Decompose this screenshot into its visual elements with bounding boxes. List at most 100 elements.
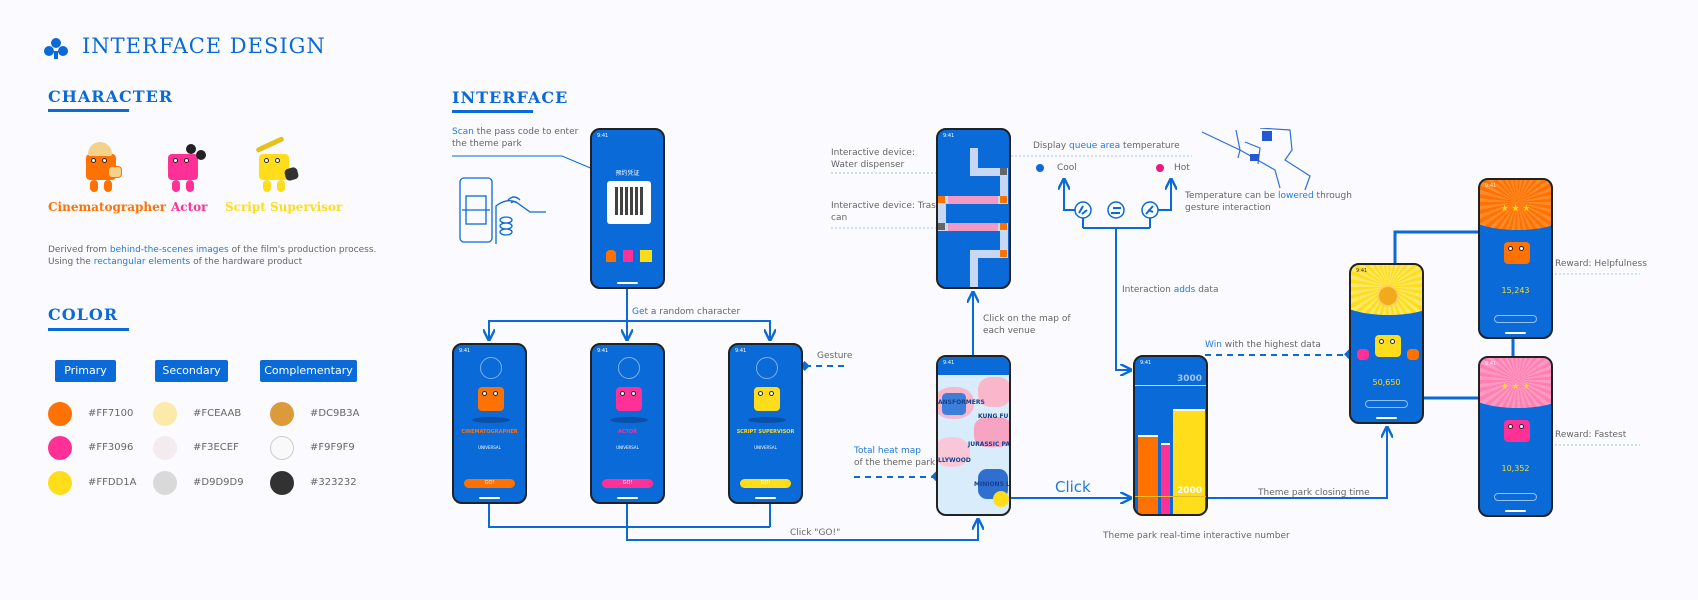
scan-note: Scan the pass code to enter the theme pa… <box>452 126 578 150</box>
pedestal <box>748 417 786 423</box>
gridline <box>1135 385 1206 386</box>
interface-heading: INTERFACE <box>452 88 569 107</box>
park-heatmap-screen[interactable]: 9:41 ANSFORMERS KUNG FU JURASSIC PAR LLYWOO… <box>936 355 1011 516</box>
winner-detail-button[interactable] <box>1365 400 1408 408</box>
go-button[interactable]: GO! <box>464 479 515 488</box>
note-highlight: Total heat map <box>854 446 922 456</box>
mystery-character-orange <box>606 250 616 262</box>
venue-label[interactable]: JURASSIC PAR <box>968 441 1011 448</box>
primary-color-label: Primary <box>55 360 116 382</box>
character-figure <box>616 387 642 411</box>
venue-label[interactable]: LLYWOOD <box>938 457 971 464</box>
color-hex-label: #F9F9F9 <box>310 442 355 453</box>
home-indicator <box>617 282 638 284</box>
note-text: the theme park <box>452 139 522 149</box>
qr-code[interactable] <box>607 181 651 224</box>
color-hex-label: #FCEAAB <box>193 408 242 419</box>
gesture-down-icon <box>1074 201 1092 223</box>
venue-queue-map-screen[interactable]: 9:41 <box>936 128 1011 289</box>
helpfulness-score: 15,243 <box>1501 286 1530 295</box>
bar-mid-label: 2000 <box>1176 486 1202 496</box>
note-text: Interactive device: <box>831 148 915 158</box>
note-text: Interactive device: Trash <box>831 201 942 211</box>
home-indicator <box>617 497 638 499</box>
pedestal <box>472 417 510 423</box>
note-text: Display <box>1033 141 1070 151</box>
temperature-note: Temperature can be lowered through gestu… <box>1185 190 1352 214</box>
home-indicator <box>1505 510 1526 512</box>
medal-icon <box>1377 285 1399 307</box>
click-go-note: Click "GO!" <box>790 528 841 538</box>
home-indicator <box>1505 332 1526 334</box>
closing-time-note: Theme park closing time <box>1258 488 1370 498</box>
status-time: 9:41 <box>1485 361 1497 367</box>
color-hex-label: #FF3096 <box>88 442 134 453</box>
note-text: data <box>1195 285 1219 295</box>
get-random-note: Get a random character <box>632 306 740 318</box>
role-title: CINEMATOGRAPHER <box>461 429 518 435</box>
helpfulness-detail-button[interactable] <box>1494 315 1537 323</box>
note-text: Water dispenser <box>831 160 905 170</box>
color-swatch <box>48 402 72 426</box>
role-screen-cinematographer[interactable]: 9:41 CINEMATOGRAPHER UNIVERSAL GO! <box>452 343 527 504</box>
note-highlight: Win <box>1205 340 1222 350</box>
color-swatch <box>48 436 72 460</box>
color-swatch <box>270 402 294 426</box>
note-text: the pass code to enter <box>473 127 579 137</box>
venue-label[interactable]: KUNG FU <box>978 413 1009 420</box>
gesture-bubble-icon <box>618 357 640 379</box>
heat-zone <box>938 437 970 467</box>
reward-helpfulness-screen[interactable]: 9:41 ★ ★ ★ 15,243 <box>1478 178 1553 339</box>
mystery-character-pink <box>623 250 633 262</box>
universal-logo: UNIVERSAL <box>616 445 639 450</box>
sunburst-banner <box>1480 180 1551 230</box>
status-time: 9:41 <box>735 348 747 354</box>
adds-data-note: Interaction adds data <box>1122 284 1218 296</box>
pedestal <box>610 417 648 423</box>
note-highlight: queue area <box>1069 141 1121 151</box>
pass-code-screen[interactable]: 9:41 预约凭证 <box>590 128 665 289</box>
desc-text: of the film's production process. <box>228 245 377 255</box>
status-time: 9:41 <box>459 348 471 354</box>
status-time: 9:41 <box>943 360 955 366</box>
view-data-button[interactable] <box>993 491 1009 507</box>
gesture-bubble-icon <box>480 357 502 379</box>
home-indicator <box>755 497 776 499</box>
secondary-color-label: Secondary <box>155 360 228 382</box>
role-title: SCRIPT SUPERVISOR <box>736 429 795 435</box>
go-button[interactable]: GO! <box>740 479 791 488</box>
venue-label[interactable]: ANSFORMERS <box>938 399 985 406</box>
status-time: 9:41 <box>1140 360 1152 366</box>
heat-zone <box>978 377 1009 407</box>
note-text: Click on the map of <box>983 314 1071 324</box>
fastest-score: 10,352 <box>1501 464 1530 473</box>
realtime-interaction-screen[interactable]: 9:41 3000 2000 <box>1133 355 1208 516</box>
queue-barrier-illustration <box>1200 127 1315 204</box>
universal-logo: UNIVERSAL <box>754 445 777 450</box>
winner-score: 50,650 <box>1372 378 1401 387</box>
script-supervisor-character <box>1375 335 1401 357</box>
bar <box>1161 443 1170 514</box>
heading-underline <box>48 109 129 112</box>
pass-title: 预约凭证 <box>615 170 640 177</box>
reward-fastest-screen[interactable]: 9:41 ★ ★ ★ 10,352 <box>1478 356 1553 517</box>
bar-top-label: 3000 <box>1176 374 1202 384</box>
color-hex-label: #FF7100 <box>88 408 134 419</box>
actor-character <box>1357 349 1369 360</box>
color-hex-label: #D9D9D9 <box>193 477 244 488</box>
sunburst-banner <box>1480 358 1551 408</box>
bar <box>1173 409 1205 514</box>
fastest-detail-button[interactable] <box>1494 493 1537 501</box>
winner-screen[interactable]: 9:41 50,650 <box>1349 263 1424 424</box>
character-figure <box>754 387 780 411</box>
venue-label[interactable]: MINIONS LA <box>974 481 1011 488</box>
note-text: temperature <box>1120 141 1180 151</box>
universal-logo: UNIVERSAL <box>478 445 501 450</box>
role-screen-script-supervisor[interactable]: 9:41 SCRIPT SUPERVISOR UNIVERSAL GO! <box>728 343 803 504</box>
note-text: gesture interaction <box>1185 203 1271 213</box>
heatmap-header: 9:41 <box>938 357 1009 375</box>
role-screen-actor[interactable]: 9:41 ACTOR UNIVERSAL GO! <box>590 343 665 504</box>
go-button[interactable]: GO! <box>602 479 653 488</box>
